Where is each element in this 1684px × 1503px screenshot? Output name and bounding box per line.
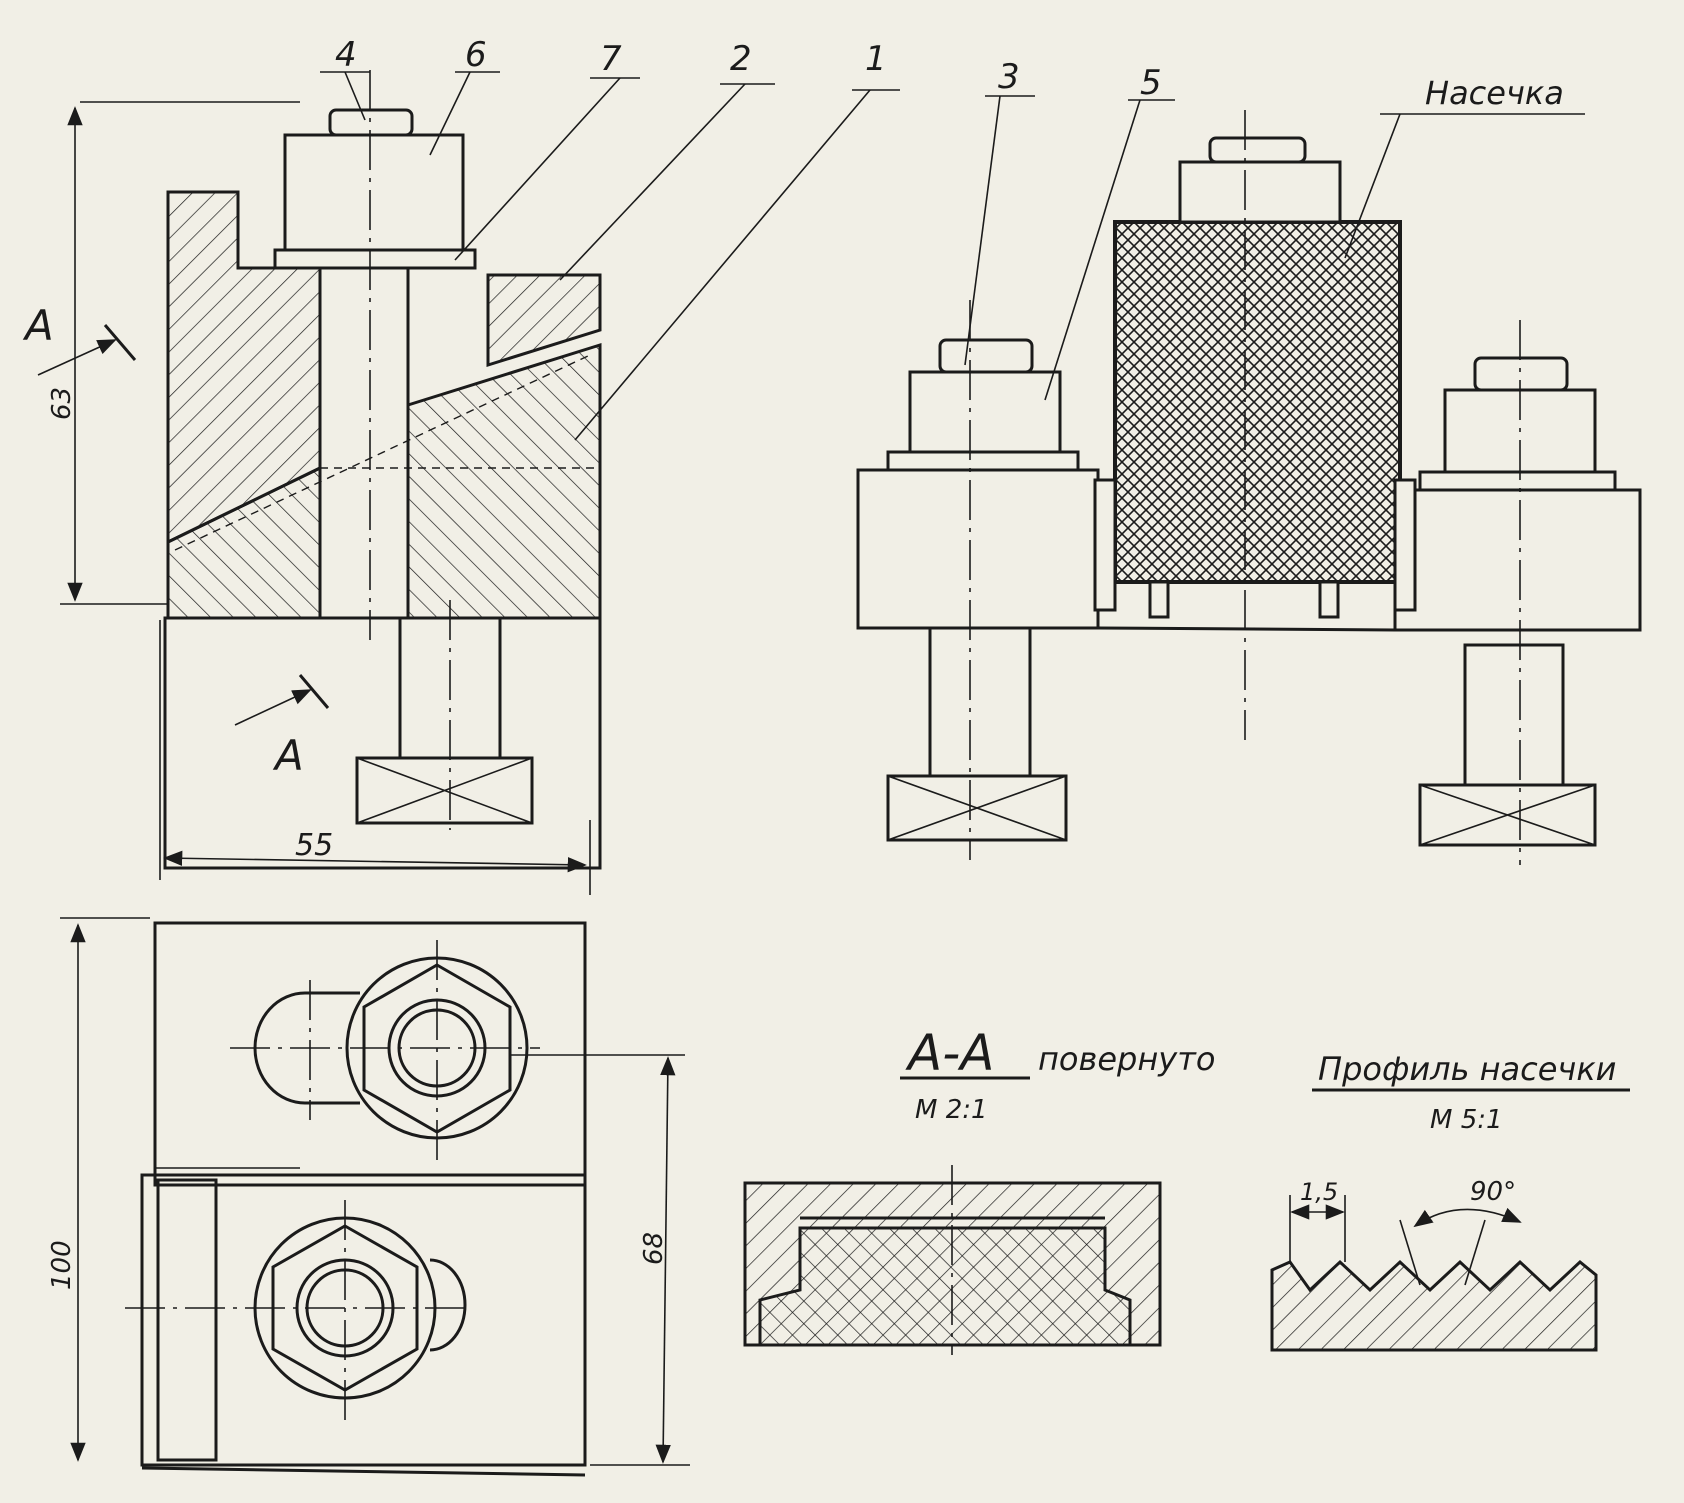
side-view: 3 5 Насечка bbox=[856, 57, 1642, 865]
section-mark-top: A bbox=[22, 301, 137, 376]
wedge-lower bbox=[406, 342, 602, 620]
section-aa-title: A-A bbox=[905, 1024, 994, 1082]
side-base-right bbox=[1393, 488, 1642, 632]
washer-part-7 bbox=[273, 248, 477, 270]
dimension-width: 55 bbox=[159, 620, 591, 895]
dimension-offset-value: 68 bbox=[639, 1232, 669, 1265]
base-plate bbox=[163, 616, 602, 870]
part-leaders: 4 6 7 2 1 bbox=[320, 35, 900, 441]
section-mark-top-label: A bbox=[22, 301, 54, 350]
bolt-head-part-4 bbox=[328, 108, 414, 137]
dimension-length-value: 100 bbox=[47, 1240, 77, 1290]
dimension-width-value: 55 bbox=[295, 828, 333, 863]
section-aa-scale: M 2:1 bbox=[915, 1095, 988, 1125]
profile-pitch-value: 1,5 bbox=[1300, 1178, 1338, 1206]
section-mark-bottom: A bbox=[234, 674, 330, 780]
part-label-7: 7 bbox=[600, 39, 622, 79]
section-mark-bottom-label: A bbox=[272, 731, 304, 780]
part-label-5: 5 bbox=[1140, 63, 1162, 103]
part-label-2: 2 bbox=[730, 39, 752, 79]
section-a-a: A-A повернуто M 2:1 bbox=[743, 1024, 1215, 1355]
side-bolt-head-part-3 bbox=[938, 338, 1034, 374]
knurled-jaw bbox=[1113, 220, 1402, 584]
bolt-shank bbox=[318, 266, 410, 620]
profile-title: Профиль насечки bbox=[1318, 1050, 1616, 1088]
dimension-height-value: 63 bbox=[47, 387, 77, 420]
side-nut-part-5 bbox=[908, 370, 1062, 454]
front-section-view bbox=[163, 70, 602, 870]
plan-view: 100 68 bbox=[47, 917, 690, 1477]
profile-angle-value: 90° bbox=[1470, 1177, 1516, 1207]
side-base-left bbox=[856, 468, 1100, 630]
part-label-4: 4 bbox=[335, 35, 357, 75]
wedge-part-2 bbox=[486, 273, 602, 368]
profile-teeth bbox=[1270, 1259, 1598, 1352]
knurl-profile: Профиль насечки M 5:1 1,5 90° bbox=[1270, 1050, 1630, 1352]
part-label-3: 3 bbox=[998, 57, 1020, 97]
section-aa-insert bbox=[758, 1226, 1132, 1347]
part-label-1: 1 bbox=[865, 39, 887, 79]
part-label-6: 6 bbox=[465, 35, 487, 75]
plan-body-lower bbox=[140, 1173, 587, 1467]
nut-part-6 bbox=[283, 133, 465, 252]
plan-body-upper bbox=[153, 921, 587, 1187]
knurl-callout-label: Насечка bbox=[1425, 74, 1564, 112]
section-aa-note: повернуто bbox=[1038, 1040, 1215, 1078]
profile-scale: M 5:1 bbox=[1430, 1105, 1503, 1135]
dimension-height: 63 bbox=[47, 101, 300, 605]
